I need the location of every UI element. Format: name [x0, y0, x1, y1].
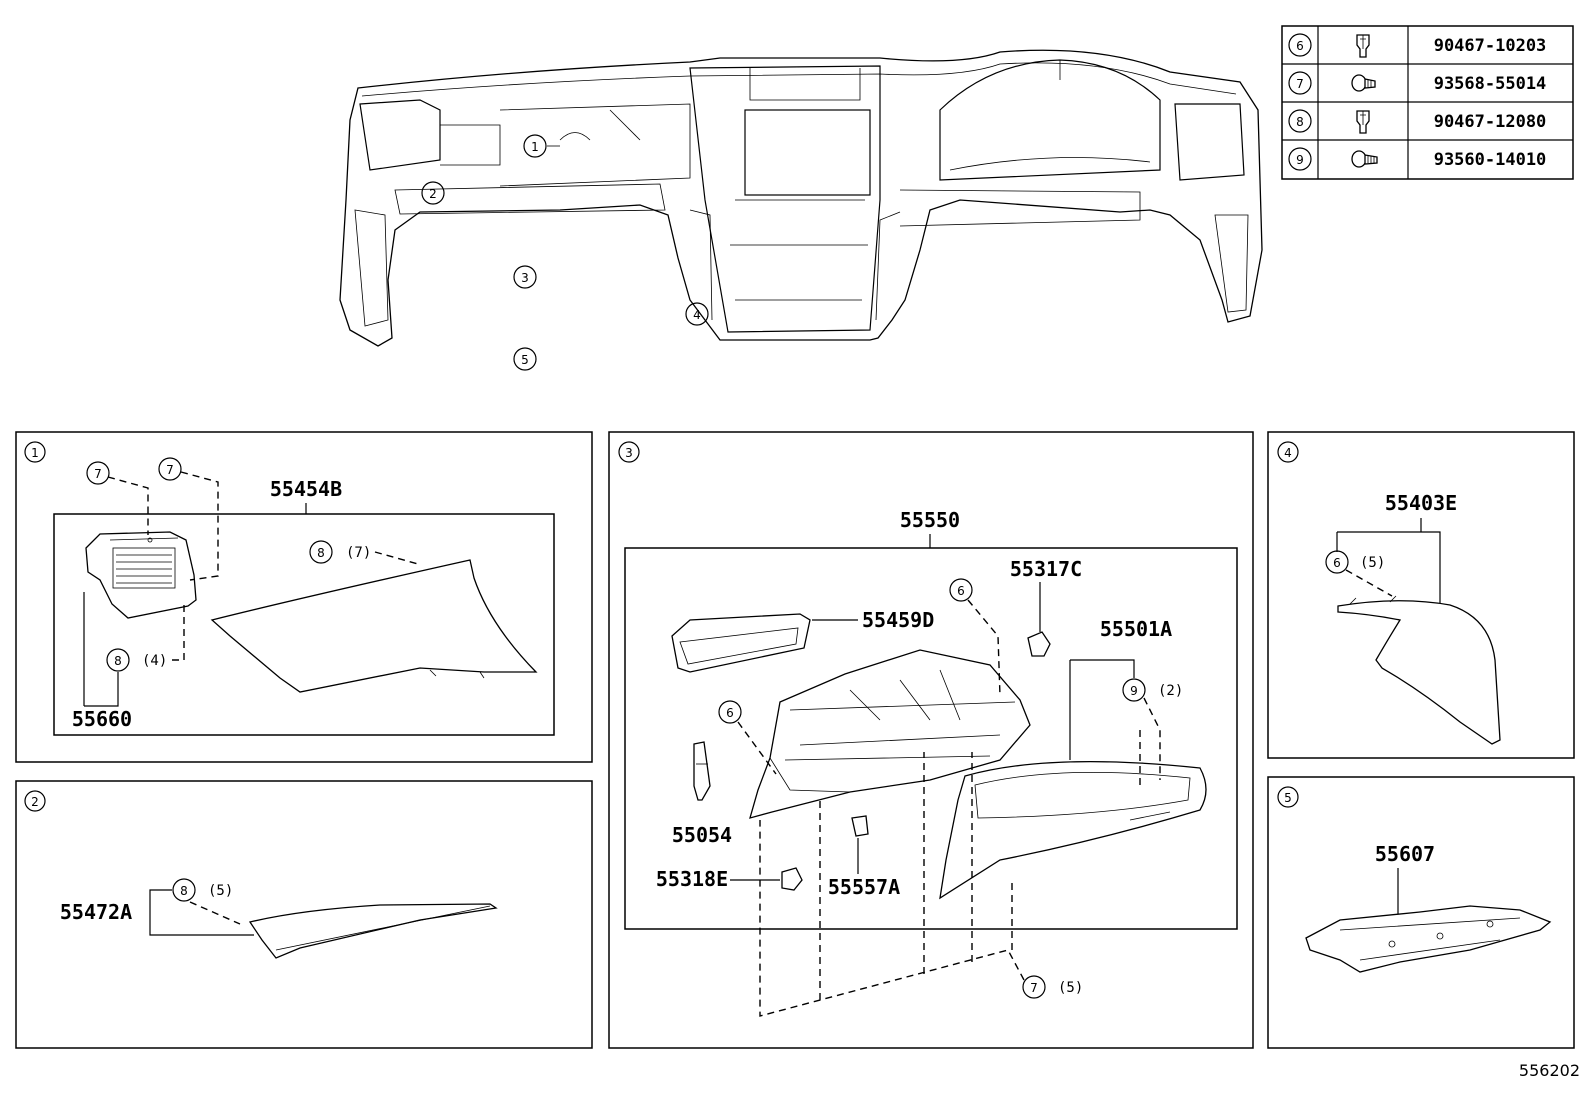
fastener-qty: (5): [1058, 980, 1083, 996]
fastener-ref: 7: [166, 463, 174, 477]
callout-2: 2: [429, 187, 437, 201]
part-label-55403E: 55403E: [1385, 491, 1457, 515]
panel-number: 3: [625, 446, 633, 460]
under-cover-part-55607: [1305, 905, 1552, 973]
table-ref: 7: [1296, 77, 1304, 91]
screw-icon: [1351, 150, 1378, 168]
air-vent-part: [85, 531, 197, 619]
table-part-no: 90467-10203: [1434, 36, 1547, 56]
fastener-ref: 8: [180, 884, 188, 898]
callout-1: 1: [531, 140, 539, 154]
stopper-part-55557A: [851, 815, 869, 837]
part-label-55318E: 55318E: [656, 867, 728, 891]
callout-4: 4: [693, 308, 701, 322]
fastener-ref: 7: [1030, 981, 1038, 995]
panel-number: 2: [31, 795, 39, 809]
table-ref: 6: [1296, 39, 1304, 53]
panel-3: 3 55550 55459D 55054: [608, 431, 1254, 1049]
part-label-55660: 55660: [72, 707, 132, 731]
fastener-qty: (5): [1360, 555, 1385, 571]
bumper-part-55318E: [781, 867, 803, 891]
part-label-55550: 55550: [900, 508, 960, 532]
fastener-ref: 7: [94, 467, 102, 481]
part-label-55472A: 55472A: [60, 900, 132, 924]
fastener-qty: (7): [346, 545, 371, 561]
part-label-55454B: 55454B: [270, 477, 342, 501]
table-row: 8 90467-12080: [1288, 109, 1547, 134]
part-label-55557A: 55557A: [828, 875, 900, 899]
fastener-ref: 6: [957, 584, 965, 598]
part-label-55459D: 55459D: [862, 608, 934, 632]
fastener-ref: 9: [1130, 684, 1138, 698]
overview-callouts: 1 2 3 4 5: [421, 134, 709, 371]
callout-5: 5: [521, 353, 529, 367]
fastener-ref: 6: [1333, 556, 1341, 570]
panel-1: 1 55454B 7 7 8 (7) 8 (4) 55660: [15, 431, 593, 763]
knee-panel-part: [248, 903, 498, 959]
dashboard-overview-drawing: [339, 49, 1263, 347]
table-row: 7 93568-55014: [1288, 71, 1547, 95]
glovebox-frame-part: [671, 613, 811, 673]
fastener-qty: (2): [1158, 683, 1183, 699]
panel-number: 5: [1284, 791, 1292, 805]
clip-icon: [1356, 110, 1370, 134]
glovebox-housing-part: [749, 649, 1031, 819]
part-label-55317C: 55317C: [1010, 557, 1082, 581]
panel-2: 2 55472A 8 (5): [15, 780, 593, 1049]
table-row: 6 90467-10203: [1288, 33, 1547, 58]
fastener-qty: (5): [208, 883, 233, 899]
fastener-ref: 8: [114, 654, 122, 668]
fastener-ref: 6: [726, 706, 734, 720]
panel-number: 4: [1284, 446, 1292, 460]
fastener-ref: 8: [317, 546, 325, 560]
part-label-55501A: 55501A: [1100, 617, 1172, 641]
table-row: 9 93560-14010: [1288, 147, 1547, 171]
lower-trim-part-55403E: [1337, 595, 1501, 745]
fastener-table: 6 90467-10203 7 93568-55014 8 9: [1281, 25, 1574, 180]
callout-3: 3: [521, 271, 529, 285]
fastener-qty: (4): [142, 653, 167, 669]
table-ref: 9: [1296, 153, 1304, 167]
table-part-no: 93568-55014: [1434, 74, 1547, 94]
part-label-55607: 55607: [1375, 842, 1435, 866]
latch-part-55317C: [1027, 631, 1051, 657]
diagram-id: 556202: [1519, 1061, 1580, 1080]
panel-number: 1: [31, 446, 39, 460]
table-part-no: 93560-14010: [1434, 150, 1547, 170]
damper-part-55054: [693, 741, 711, 801]
clip-icon: [1356, 34, 1370, 58]
table-part-no: 90467-12080: [1434, 112, 1547, 132]
table-ref: 8: [1296, 115, 1304, 129]
screw-icon: [1351, 74, 1376, 92]
panel-5: 5 55607: [1267, 776, 1575, 1049]
panel-4: 4 55403E 6 (5): [1267, 431, 1575, 759]
part-label-55054: 55054: [672, 823, 732, 847]
side-trim-part: [210, 559, 538, 693]
glovebox-door-part: [939, 760, 1207, 900]
